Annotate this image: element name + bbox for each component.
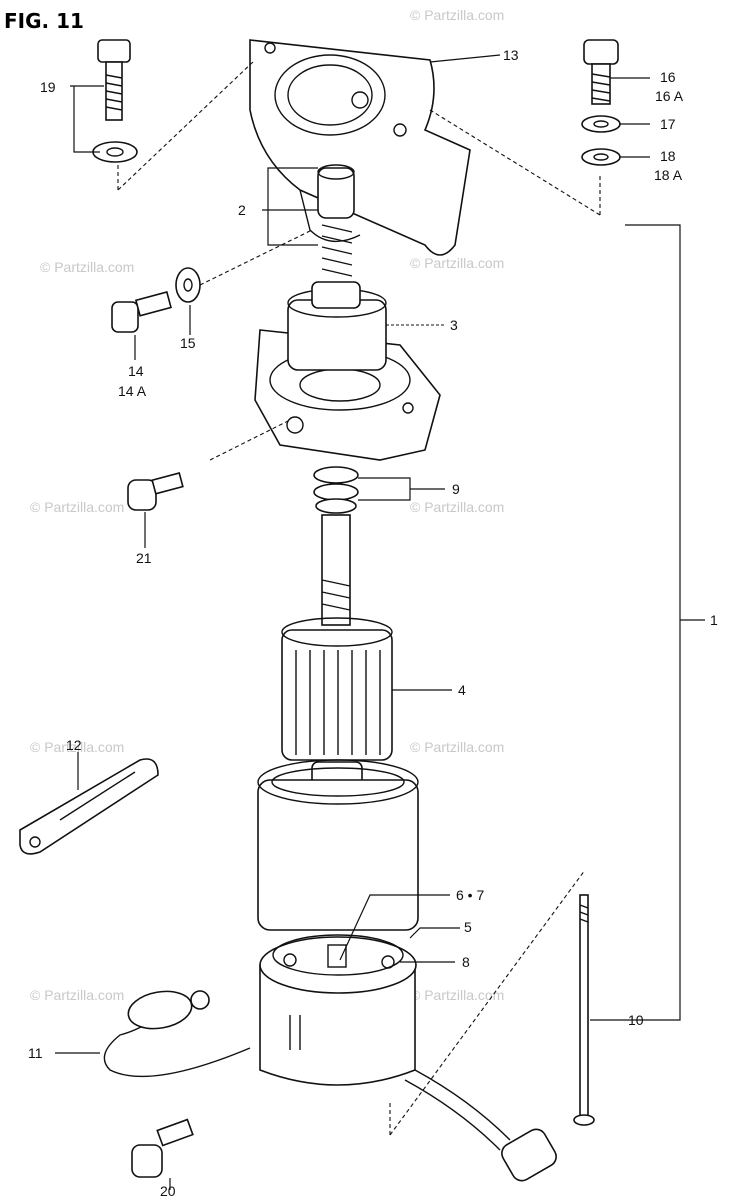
washer-15-hole (183, 278, 193, 292)
callout-10: 10 (628, 1012, 644, 1028)
lead-wire (103, 990, 557, 1182)
yoke (257, 759, 419, 931)
callout-20: 20 (160, 1183, 176, 1199)
callout-4: 4 (458, 682, 466, 698)
callout-18a: 18 A (654, 167, 683, 183)
callout-9: 9 (452, 481, 460, 497)
callout-16: 16 (660, 69, 676, 85)
end-cover (259, 934, 417, 1086)
mounting-bracket (249, 39, 471, 256)
watermark: © Partzilla.com (30, 987, 124, 1003)
watermark: © Partzilla.com (410, 255, 504, 271)
bolt-19 (92, 39, 138, 163)
watermark: © Partzilla.com (410, 499, 504, 515)
callout-21: 21 (136, 550, 152, 566)
callout-19: 19 (40, 79, 56, 95)
callout-14a: 14 A (118, 383, 147, 399)
watermark: © Partzilla.com (40, 259, 134, 275)
watermark: © Partzilla.com (30, 499, 124, 515)
callout-14: 14 (128, 363, 144, 379)
callout-16a: 16 A (655, 88, 684, 104)
watermark: © Partzilla.com (410, 7, 504, 23)
callout-2: 2 (238, 202, 246, 218)
watermarks: © Partzilla.com © Partzilla.com © Partzi… (30, 7, 504, 1003)
callout-11: 11 (28, 1045, 43, 1061)
callout-5: 5 (464, 919, 472, 935)
screw-20 (131, 1118, 194, 1178)
drive-housing (254, 281, 441, 461)
callout-18: 18 (660, 148, 676, 164)
washer-15 (175, 267, 201, 303)
leader-lines (55, 54, 705, 1190)
armature (281, 514, 393, 793)
watermark: © Partzilla.com (410, 987, 504, 1003)
callout-labels: 13 19 16 16 A 17 18 18 A 2 3 14 14 A 15 … (28, 47, 718, 1199)
pinion-spring-set (317, 164, 355, 277)
figure-title: FIG. 11 (4, 9, 84, 33)
strap-12 (19, 758, 159, 855)
callout-12: 12 (66, 737, 82, 753)
callout-3: 3 (450, 317, 458, 333)
callout-13: 13 (503, 47, 519, 63)
shaft-washers (313, 466, 359, 514)
screw-21 (127, 472, 184, 511)
callout-17: 17 (660, 116, 676, 132)
through-bolt (573, 894, 595, 1126)
watermark: © Partzilla.com (410, 739, 504, 755)
callout-6-7: 6 • 7 (456, 887, 484, 903)
callout-8: 8 (462, 954, 470, 970)
bolt-16 (581, 39, 621, 166)
callout-15: 15 (180, 335, 196, 351)
callout-1: 1 (710, 612, 718, 628)
screw-14 (111, 291, 172, 333)
watermark: © Partzilla.com (30, 739, 124, 755)
